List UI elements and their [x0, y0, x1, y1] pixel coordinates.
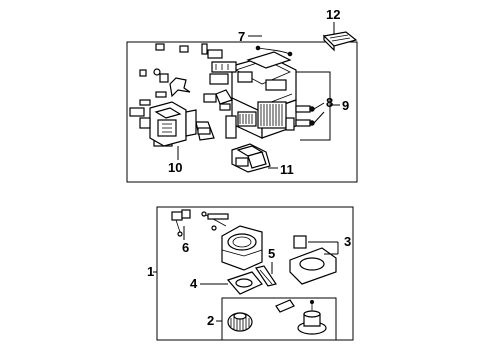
small-hose: [275, 299, 295, 313]
callout-12: 12: [326, 7, 340, 22]
sensor-6: [171, 209, 191, 237]
blower-fan: [227, 312, 253, 332]
callout-11: 11: [280, 162, 294, 177]
blower-motor: [297, 300, 327, 335]
blower-upper-case: [221, 225, 263, 271]
gasket-plate-4: [226, 271, 263, 295]
clip-tool: [201, 211, 229, 231]
cable: [255, 45, 293, 57]
lower-duct: [231, 143, 271, 173]
fan-housing-3: [289, 235, 337, 285]
blower-unit-upper: [139, 101, 197, 147]
callout-2: 2: [207, 313, 214, 328]
control-module-12: [322, 31, 358, 52]
heater-case: [225, 51, 297, 139]
upper-assembly-frame: [126, 41, 358, 183]
small-clips-group: [129, 43, 237, 147]
callout-3: 3: [344, 234, 351, 249]
callout-7: 7: [238, 29, 245, 44]
upper-assembly: 7: [126, 7, 358, 183]
motor-frame: [221, 297, 337, 341]
callout-4: 4: [190, 276, 198, 291]
lower-assembly: 1 6: [147, 206, 354, 341]
callout-6: 6: [182, 240, 189, 255]
actuator-parts: [295, 105, 315, 127]
callout-10: 10: [168, 160, 182, 175]
filter-strip-5: [255, 265, 277, 287]
callout-9: 9: [342, 98, 349, 113]
callout-1: 1: [147, 264, 154, 279]
callout-5: 5: [268, 246, 275, 261]
